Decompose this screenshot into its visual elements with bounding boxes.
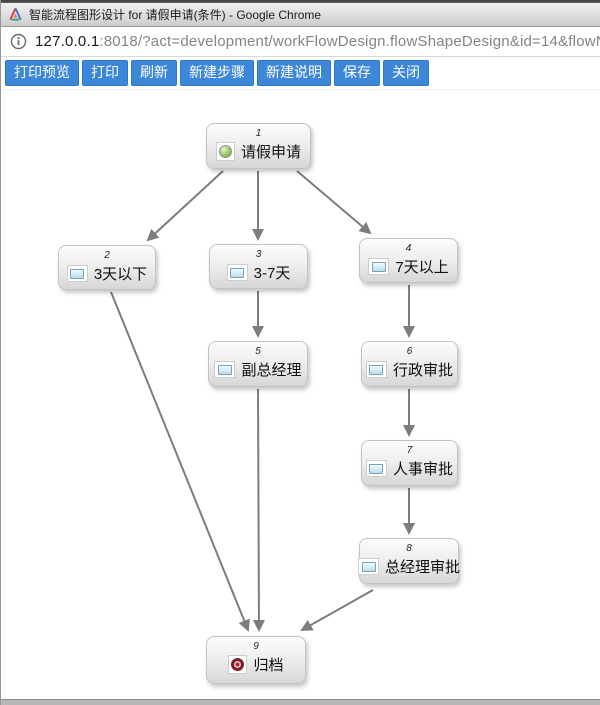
- node-label: 行政审批: [392, 362, 453, 379]
- step-icon: [368, 258, 390, 275]
- node-label: 副总经理: [241, 362, 302, 379]
- flow-node-7[interactable]: 7 人事审批: [361, 440, 458, 486]
- window-frame-bottom: [1, 699, 600, 705]
- window-title: 智能流程图形设计 for 请假申请(条件) - Google Chrome: [29, 8, 322, 22]
- flow-node-4[interactable]: 4 7天以上: [359, 238, 458, 283]
- flow-edge-5-9: [252, 388, 265, 632]
- info-icon[interactable]: [10, 33, 27, 50]
- node-label: 3天以下: [93, 266, 148, 283]
- node-number: 2: [104, 250, 110, 261]
- flow-node-2[interactable]: 2 3天以下: [58, 245, 156, 290]
- app-logo-icon: [8, 7, 23, 22]
- node-number: 9: [253, 641, 259, 652]
- step-icon: [365, 460, 387, 477]
- node-label: 总经理审批: [385, 559, 461, 576]
- save-button[interactable]: 保存: [334, 60, 380, 86]
- step-icon: [66, 265, 88, 282]
- new-note-button[interactable]: 新建说明: [257, 60, 331, 86]
- url-host: 127.0.0.1: [35, 33, 100, 50]
- step-icon: [226, 264, 248, 281]
- flow-node-5[interactable]: 5 副总经理: [208, 341, 308, 387]
- start-icon: [215, 142, 235, 161]
- print-button[interactable]: 打印: [82, 60, 128, 86]
- node-number: 1: [255, 128, 262, 139]
- flow-node-9[interactable]: 9 归档: [206, 636, 306, 684]
- node-number: 7: [406, 445, 413, 456]
- flow-canvas[interactable]: 1 请假申请 2 3天以下 3 3-7天 4 7天以上 5 副总经理 6 行政审批 7 人事审批 8 总经理审…: [1, 90, 600, 699]
- node-label: 请假申请: [240, 144, 301, 161]
- flow-node-6[interactable]: 6 行政审批: [361, 341, 458, 387]
- print-preview-button[interactable]: 打印预览: [5, 60, 79, 86]
- flow-node-8[interactable]: 8 总经理审批: [358, 538, 461, 584]
- close-button[interactable]: 关闭: [383, 60, 429, 86]
- node-label: 归档: [253, 657, 284, 674]
- node-number: 6: [406, 346, 413, 357]
- flow-edge-8-9: [300, 589, 374, 631]
- node-number: 4: [405, 243, 412, 254]
- address-bar[interactable]: 127.0.0.1:8018/?act=development/workFlow…: [1, 27, 600, 57]
- url-path: :8018/?act=development/workFlowDesign.fl…: [99, 33, 600, 50]
- flow-edges-layer: [110, 170, 415, 632]
- node-label: 人事审批: [392, 461, 453, 478]
- flow-node-3[interactable]: 3 3-7天: [209, 244, 308, 289]
- node-number: 5: [255, 346, 261, 357]
- url-text[interactable]: 127.0.0.1:8018/?act=development/workFlow…: [35, 33, 600, 50]
- title-bar[interactable]: 智能流程图形设计 for 请假申请(条件) - Google Chrome: [1, 3, 600, 27]
- refresh-button[interactable]: 刷新: [131, 60, 177, 86]
- step-icon: [358, 558, 379, 575]
- flow-node-1[interactable]: 1 请假申请: [206, 123, 311, 169]
- flow-edge-1-2: [146, 170, 224, 242]
- step-icon: [214, 361, 236, 378]
- node-number: 3: [255, 249, 262, 260]
- node-label: 7天以上: [395, 259, 449, 276]
- new-step-button[interactable]: 新建步骤: [180, 60, 254, 86]
- flow-edge-1-4: [296, 170, 372, 235]
- step-icon: [365, 361, 387, 378]
- node-number: 8: [406, 543, 412, 554]
- toolbar: 打印预览 打印 刷新 新建步骤 新建说明 保存 关闭: [1, 57, 600, 90]
- node-label: 3-7天: [253, 265, 291, 282]
- end-icon: [228, 655, 248, 674]
- window-frame-top: [1, 0, 600, 3]
